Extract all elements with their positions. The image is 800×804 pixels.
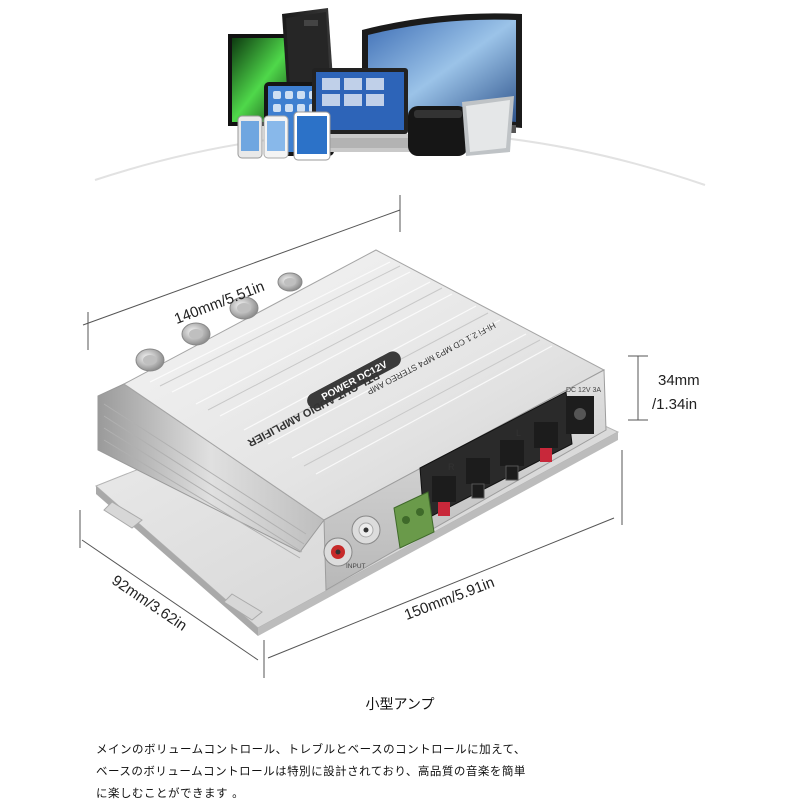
volume-knobs: [135, 272, 303, 372]
channel-r-label: R: [448, 462, 455, 472]
speaker-terminal-icon: [534, 422, 558, 462]
amplifier-illustration: POWER DC12V BTL OUT AUDIO AMPLIFIER Hi-F…: [79, 195, 648, 678]
speaker-terminals: [432, 422, 558, 516]
knob-icon: [181, 322, 211, 346]
speaker-terminal-icon: [432, 476, 456, 516]
product-caption: 小型アンプ: [365, 697, 435, 713]
power-connector-icon: [393, 491, 435, 549]
knob-icon: [229, 296, 259, 320]
channel-l-label: L: [516, 428, 521, 438]
rca-input-icon: [323, 537, 353, 567]
amp-top-panel: POWER DC12V BTL OUT AUDIO AMPLIFIER Hi-F…: [123, 249, 606, 521]
knob-icon: [277, 272, 303, 292]
height-dimension-label-in: /1.34in: [652, 396, 698, 413]
height-dimension-label-mm: 34mm: [658, 372, 700, 389]
amp-side-panel: [97, 383, 325, 559]
product-description: メインのボリュームコントロール、トレブルとベースのコントロールに加えて、 ベース…: [96, 738, 716, 804]
knob-icon: [135, 348, 165, 372]
rca-input-icon: [351, 515, 381, 545]
speaker-terminal-icon: [466, 458, 490, 499]
amp-front-panel: R L DC 12V 3A: [323, 369, 607, 591]
dc-label: DC 12V 3A: [566, 387, 601, 394]
description-line: ベースのボリュームコントロールは特別に設計されており、高品質の音楽を簡単: [96, 764, 526, 778]
compatible-devices-illustration: [94, 8, 706, 186]
tv-box-icon: [408, 106, 468, 156]
description-line: メインのボリュームコントロール、トレブルとベースのコントロールに加えて、: [96, 742, 526, 756]
input-label: INPUT: [346, 563, 366, 570]
phone-icon: [263, 115, 289, 159]
dimension-lines: [79, 195, 648, 678]
description-line: に楽しむことができます 。: [96, 786, 245, 800]
speaker-terminal-icon: [500, 440, 524, 481]
phone-icon: [237, 115, 263, 159]
dc-jack-icon: [566, 396, 594, 434]
ipad-icon: [293, 111, 331, 161]
media-player-icon: [462, 96, 514, 156]
